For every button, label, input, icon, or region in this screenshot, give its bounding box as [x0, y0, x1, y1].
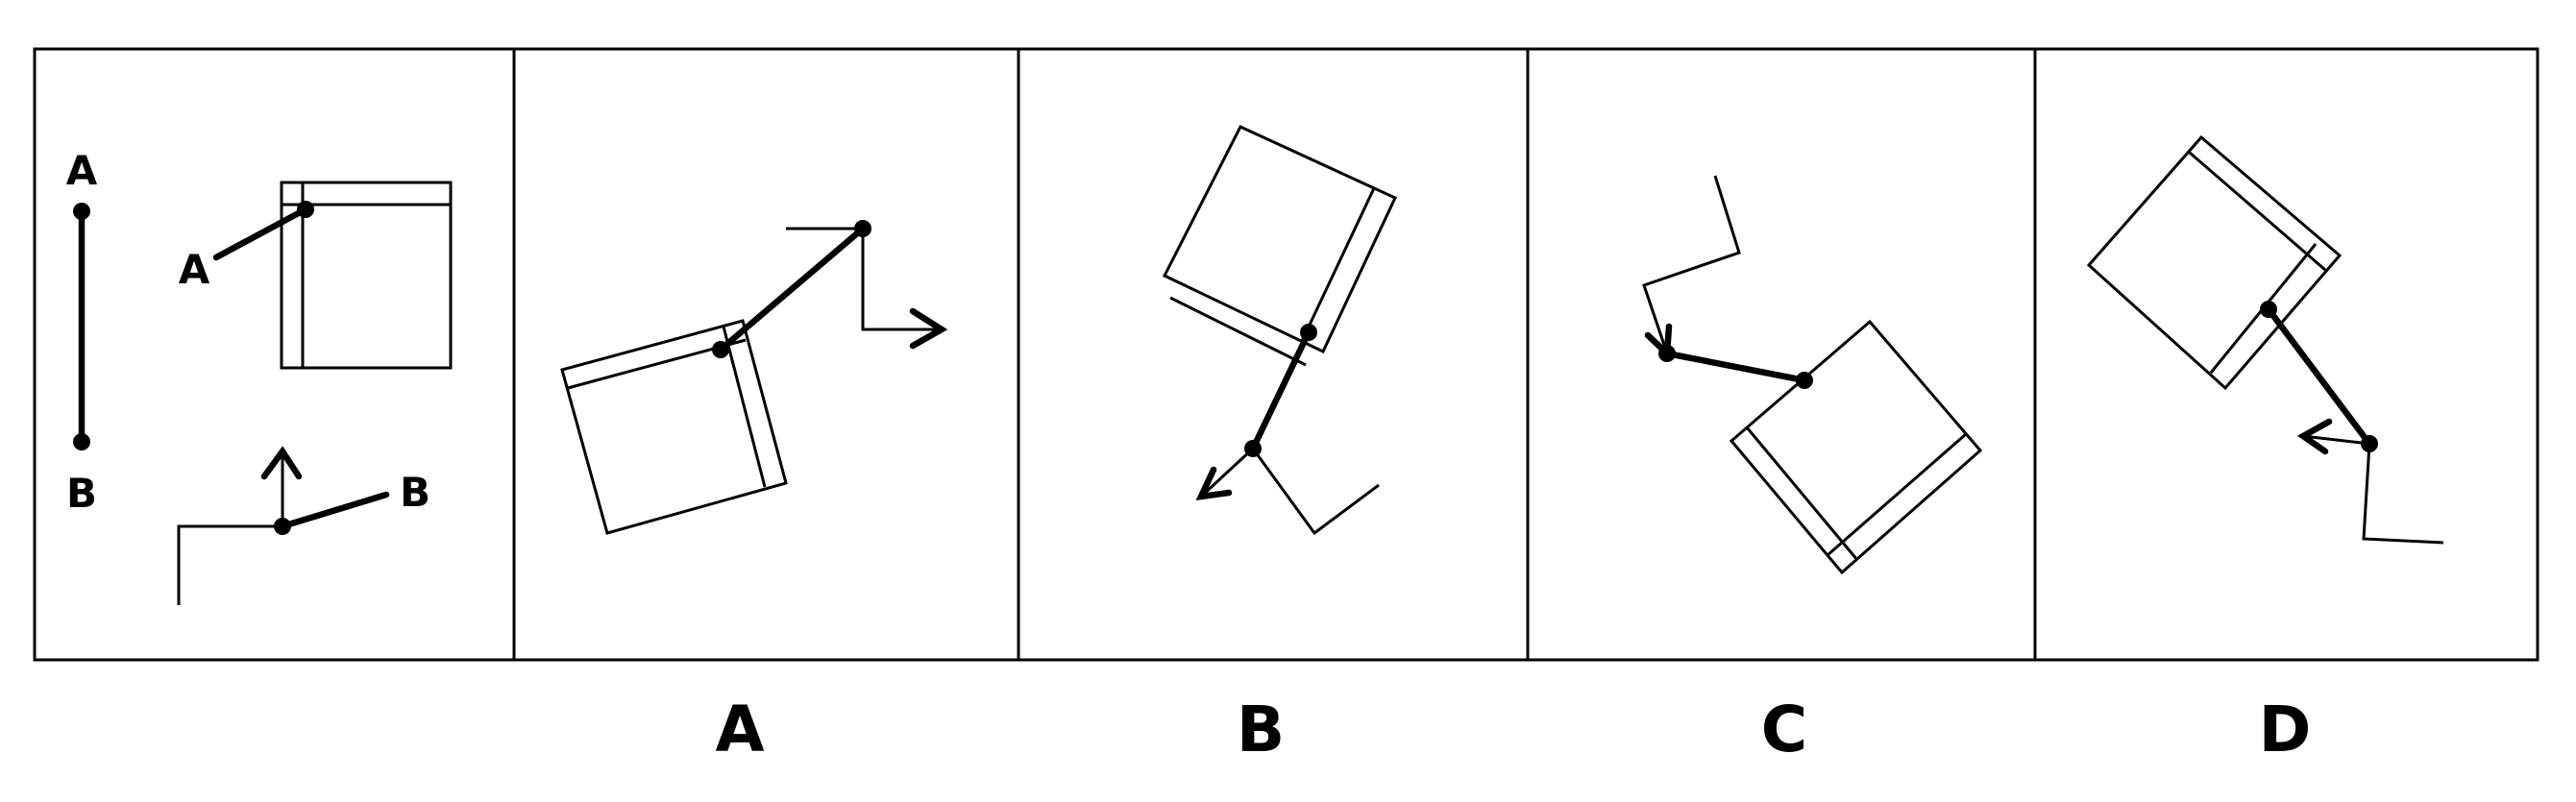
option-a-label[interactable]: A — [715, 693, 764, 766]
panel-frame — [33, 47, 2539, 662]
rod-label-a: A — [66, 147, 98, 194]
box-label-a: A — [179, 246, 210, 293]
option-labels: A B C D — [715, 693, 2311, 766]
reference-rod: A B — [66, 147, 98, 517]
reference-path: B — [177, 446, 430, 605]
option-a-figure — [560, 220, 948, 535]
path-label-b: B — [400, 469, 430, 516]
option-c-figure — [1642, 175, 1983, 575]
reference-box: A — [179, 181, 453, 370]
option-d-figure — [2086, 134, 2444, 545]
option-d-label[interactable]: D — [2259, 693, 2312, 766]
option-b-label[interactable]: B — [1237, 693, 1285, 766]
option-c-label[interactable]: C — [1761, 693, 1807, 766]
reference-panel: A B A B — [66, 147, 453, 605]
option-b-figure — [1162, 125, 1397, 536]
rod-label-b: B — [66, 470, 97, 517]
